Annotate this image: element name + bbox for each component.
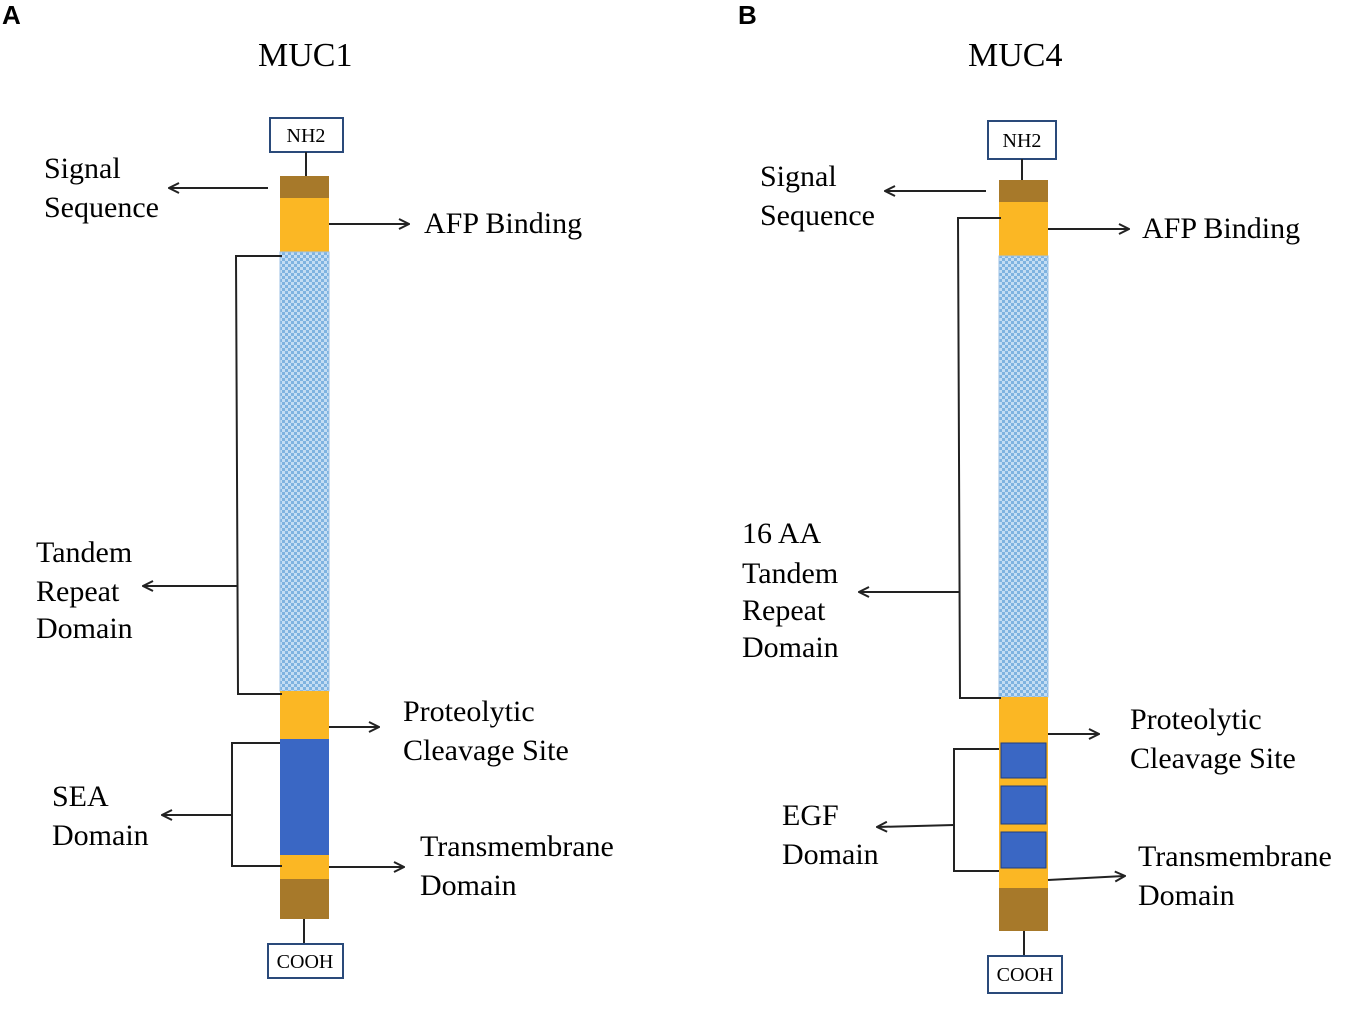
afp-label-a: AFP Binding [424, 207, 582, 240]
sea-label-a-line1: SEA [52, 780, 109, 813]
panel-b-letter: B [738, 0, 757, 30]
cooh-label-a: COOH [277, 951, 334, 973]
egf-bracket-b [953, 748, 999, 872]
tandem-label-b-line0: 16 AA [742, 517, 822, 550]
cleavage-segment-a [280, 691, 329, 739]
signal-label-b-line1: Signal [760, 160, 837, 193]
sea-domain-segment-a [280, 739, 329, 855]
tandem-label-b-line1: Tandem [742, 557, 838, 590]
nh2-label-b: NH2 [1003, 130, 1042, 152]
afp-label-b: AFP Binding [1142, 212, 1300, 245]
egf-block-1-b [1000, 742, 1047, 779]
sea-label-a-line2: Domain [52, 819, 149, 852]
cleavage-segment-b [999, 697, 1048, 741]
tandem-label-b-line2: Repeat [742, 594, 826, 627]
panel-a-title: MUC1 [258, 37, 352, 74]
egf-label-b-line2: Domain [782, 838, 879, 871]
signal-segment-a [280, 176, 329, 198]
tail-segment-a [280, 879, 329, 919]
signal-label-a-line2: Sequence [44, 191, 159, 224]
cleavage-label-b-line2: Cleavage Site [1130, 742, 1296, 775]
tandem-label-b-line3: Domain [742, 631, 839, 664]
tandem-label-a-line2: Repeat [36, 575, 120, 608]
panel-a-letter: A [2, 0, 21, 30]
signal-segment-b [999, 180, 1048, 202]
tandem-label-a-line3: Domain [36, 612, 133, 645]
signal-label-b-line2: Sequence [760, 199, 875, 232]
panel-b-title: MUC4 [968, 37, 1062, 74]
cleavage-label-a-line1: Proteolytic [403, 695, 535, 728]
egf-block-2-b [1000, 785, 1047, 825]
tm-label-b-line2: Domain [1138, 879, 1235, 912]
egf-block-3-b [1000, 831, 1047, 869]
cleavage-label-b-line1: Proteolytic [1130, 703, 1262, 736]
cleavage-label-a-line2: Cleavage Site [403, 734, 569, 767]
afp-segment-b [999, 202, 1048, 256]
signal-label-a-line1: Signal [44, 152, 121, 185]
transmembrane-segment-b [999, 872, 1048, 888]
tandem-bracket-a [234, 255, 282, 695]
nh2-label-a: NH2 [287, 125, 326, 147]
panel-b: B MUC4 NH2 COOH Signal Sequence AFP Bind… [738, 0, 1332, 994]
sea-bracket-a [231, 742, 282, 867]
egf-label-b-line1: EGF [782, 799, 839, 832]
cooh-box-b [987, 955, 1063, 994]
transmembrane-segment-a [280, 855, 329, 879]
egf-arrow-b [878, 825, 955, 827]
tm-label-a-line1: Transmembrane [420, 830, 614, 863]
tandem-bracket-b [956, 217, 1001, 699]
cooh-label-b: COOH [997, 964, 1054, 986]
tail-segment-b [999, 888, 1048, 931]
tm-label-b-line1: Transmembrane [1138, 840, 1332, 873]
tandem-repeat-segment-a [279, 251, 330, 692]
tandem-label-a-line1: Tandem [36, 536, 132, 569]
afp-segment-a [280, 198, 329, 252]
panel-a: A MUC1 NH2 COOH Signal Sequence AFP Bind… [2, 0, 614, 979]
tm-arrow-b [1047, 876, 1124, 880]
tm-label-a-line2: Domain [420, 869, 517, 902]
cooh-box-a [267, 943, 344, 979]
nh2-box-b [987, 120, 1057, 160]
tandem-repeat-segment-b [998, 255, 1049, 698]
